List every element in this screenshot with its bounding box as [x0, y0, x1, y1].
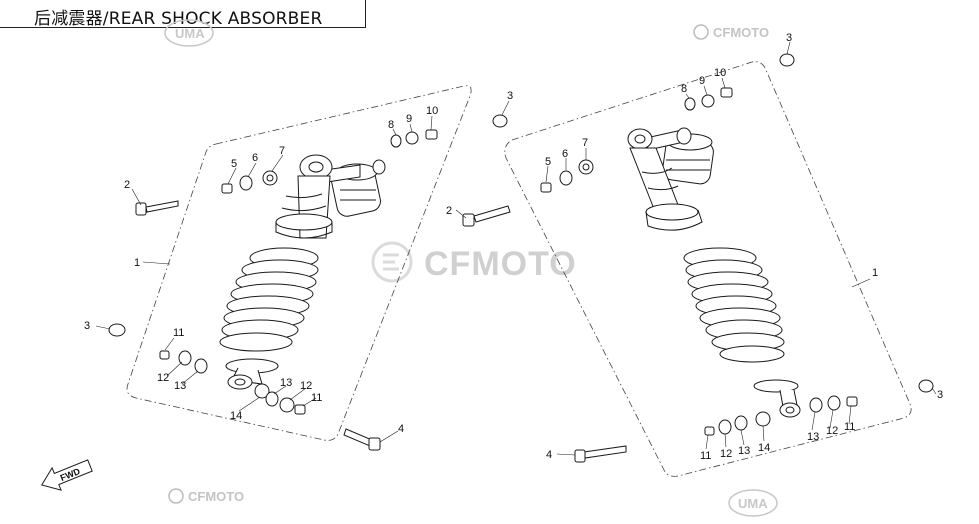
callout-left-9: 9	[406, 113, 412, 125]
right-shock-absorber	[627, 127, 801, 418]
callout-right-5: 5	[545, 156, 551, 168]
right-callout-numbers: 1 2 3 3 4 5 6 7 8 9 10 11 11 12 12 13 13…	[446, 32, 943, 462]
callout-right-1: 1	[872, 267, 878, 279]
callout-left-12-b: 12	[300, 380, 312, 392]
callout-right-12-b: 12	[720, 448, 732, 460]
callout-left-5: 5	[231, 158, 237, 170]
callout-left-11-a: 11	[173, 327, 184, 339]
callout-left-13-a: 13	[174, 380, 186, 392]
callout-right-10: 10	[714, 67, 726, 79]
cfmoto-watermark-top-right: CFMOTO	[713, 25, 769, 40]
uma-watermark-top: UMA	[175, 26, 205, 41]
left-spring	[219, 247, 319, 352]
callout-right-9: 9	[699, 75, 705, 87]
left-leader-lines	[95, 100, 510, 443]
callout-right-12-a: 12	[826, 425, 838, 437]
callout-left-4: 4	[398, 423, 404, 435]
callout-right-3-upper: 3	[786, 32, 792, 44]
left-hardware	[108, 114, 508, 451]
callout-left-11-b: 11	[311, 392, 322, 404]
callout-right-4: 4	[546, 449, 552, 461]
fwd-label: FWD	[59, 466, 82, 483]
right-spring	[683, 247, 785, 363]
cfmoto-watermark: CFMOTO	[424, 245, 577, 283]
callout-left-13-b: 13	[280, 377, 292, 389]
right-leader-lines	[455, 41, 937, 456]
title-box: 后减震器/REAR SHOCK ABSORBER	[0, 0, 366, 29]
callout-left-2: 2	[124, 179, 130, 191]
callout-left-6: 6	[252, 152, 258, 164]
callout-left-8: 8	[388, 119, 394, 131]
uma-watermark-bottom: UMA	[738, 496, 768, 511]
callout-left-7: 7	[279, 145, 285, 157]
right-assembly-boundary	[504, 61, 912, 477]
fwd-arrow-icon: FWD	[40, 459, 93, 491]
callout-left-10: 10	[426, 105, 438, 117]
callout-right-11-b: 11	[700, 450, 711, 462]
callout-right-2: 2	[446, 205, 452, 217]
page-title: 后减震器/REAR SHOCK ABSORBER	[34, 9, 323, 29]
right-hardware	[462, 53, 934, 463]
callout-right-3-side: 3	[937, 389, 943, 401]
callout-left-14: 14	[230, 410, 242, 422]
callout-left-3-upper: 3	[507, 90, 513, 102]
callout-left-3-side: 3	[84, 320, 90, 332]
callout-right-13-b: 13	[738, 445, 750, 457]
cfmoto-watermark-bottom: CFMOTO	[188, 489, 244, 504]
callout-left-1: 1	[134, 257, 140, 269]
cfmoto-logo-small-icon	[168, 24, 709, 504]
left-shock-absorber	[219, 154, 386, 390]
callout-right-11-a: 11	[844, 421, 855, 433]
cfmoto-logo-icon	[371, 241, 413, 283]
callout-right-13-a: 13	[807, 431, 819, 443]
left-callout-numbers: 1 2 3 3 4 5 6 7 8 9 10 11 11 12 12 13 13…	[84, 90, 513, 435]
callout-right-6: 6	[562, 148, 568, 160]
callout-right-14-a: 14	[758, 442, 770, 454]
callout-right-7: 7	[582, 137, 588, 149]
uma-badge-icon	[164, 19, 778, 517]
callout-left-12-a: 12	[157, 372, 169, 384]
callout-right-8: 8	[681, 83, 687, 95]
left-assembly-boundary	[126, 85, 472, 441]
